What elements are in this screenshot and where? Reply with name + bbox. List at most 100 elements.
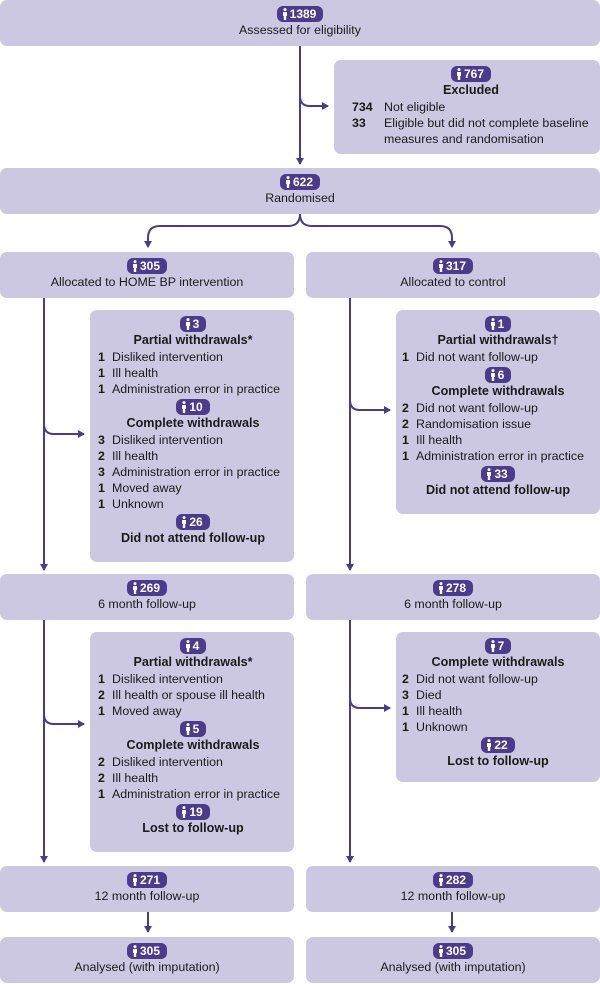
count-badge: 278 bbox=[432, 580, 474, 596]
count-badge: 33 bbox=[481, 466, 515, 482]
person-icon bbox=[486, 739, 492, 751]
box-label: 6 month follow-up bbox=[98, 597, 196, 611]
count-value: 4 bbox=[192, 638, 200, 653]
count-value: 317 bbox=[445, 258, 467, 273]
box-label: Analysed (with imputation) bbox=[380, 960, 526, 974]
person-icon bbox=[282, 8, 288, 20]
count-badge: 5 bbox=[179, 721, 207, 737]
count-badge: 271 bbox=[126, 872, 168, 888]
intervention-12m-followup-box: 271 12 month follow-up bbox=[0, 866, 294, 912]
count-value: 3 bbox=[192, 316, 200, 331]
section-title: Complete withdrawals bbox=[431, 384, 565, 398]
count-badge: 10 bbox=[176, 399, 210, 415]
count-value: 767 bbox=[463, 66, 485, 81]
section-title: Lost to follow-up bbox=[447, 754, 549, 768]
person-icon bbox=[438, 582, 444, 594]
section-title: Complete withdrawals bbox=[126, 416, 260, 430]
control-allocated-box: 317 Allocated to control bbox=[306, 252, 600, 298]
control-6m-followup-box: 278 6 month follow-up bbox=[306, 574, 600, 620]
count-value: 19 bbox=[189, 804, 203, 819]
assessed-box: 1389 Assessed for eligibility bbox=[0, 0, 600, 46]
count-badge: 305 bbox=[126, 258, 168, 274]
person-icon bbox=[438, 874, 444, 886]
box-label: Analysed (with imputation) bbox=[74, 960, 220, 974]
section-title: Partial withdrawals* bbox=[133, 655, 253, 669]
count-badge: 1 bbox=[484, 316, 512, 332]
box-label: Allocated to control bbox=[400, 275, 506, 289]
section-title: Did not attend follow-up bbox=[425, 483, 571, 497]
count-badge: 22 bbox=[481, 737, 515, 753]
count-value: 305 bbox=[139, 943, 161, 958]
section-title: Lost to follow-up bbox=[142, 821, 244, 835]
box-label: Allocated to HOME BP intervention bbox=[50, 275, 244, 289]
count-badge: 6 bbox=[484, 367, 512, 383]
control-12m-followup-box: 282 12 month follow-up bbox=[306, 866, 600, 912]
person-icon bbox=[132, 260, 138, 272]
intervention-6m-followup-box: 269 6 month follow-up bbox=[0, 574, 294, 620]
count-value: 33 bbox=[494, 466, 508, 481]
count-badge: 282 bbox=[432, 872, 474, 888]
count-value: 6 bbox=[497, 367, 505, 382]
count-value: 26 bbox=[189, 514, 203, 529]
count-badge: 7 bbox=[484, 638, 512, 654]
person-icon bbox=[490, 369, 496, 381]
count-value: 305 bbox=[445, 943, 467, 958]
count-value: 1389 bbox=[289, 6, 317, 21]
section-title: Did not attend follow-up bbox=[120, 531, 266, 545]
box-label: Randomised bbox=[265, 191, 335, 205]
count-badge: 4 bbox=[179, 638, 207, 654]
box-title: Excluded bbox=[443, 83, 499, 97]
person-icon bbox=[490, 640, 496, 652]
count-value: 1 bbox=[497, 316, 505, 331]
count-badge: 1389 bbox=[276, 6, 324, 22]
count-badge: 305 bbox=[126, 943, 168, 959]
person-icon bbox=[185, 640, 191, 652]
count-badge: 26 bbox=[176, 514, 210, 530]
box-label: 6 month follow-up bbox=[404, 597, 502, 611]
person-icon bbox=[285, 176, 291, 188]
section-title: Partial withdrawals* bbox=[133, 333, 253, 347]
person-icon bbox=[181, 401, 187, 413]
person-icon bbox=[456, 68, 462, 80]
count-badge: 3 bbox=[179, 316, 207, 332]
count-value: 7 bbox=[497, 638, 505, 653]
box-label: 12 month follow-up bbox=[400, 889, 506, 903]
person-icon bbox=[185, 318, 191, 330]
control-analysed-box: 305 Analysed (with imputation) bbox=[306, 937, 600, 983]
count-badge: 305 bbox=[432, 943, 474, 959]
section-title: Complete withdrawals bbox=[431, 655, 565, 669]
section-title: Partial withdrawals† bbox=[437, 333, 559, 347]
randomised-box: 622 Randomised bbox=[0, 168, 600, 214]
person-icon bbox=[438, 260, 444, 272]
person-icon bbox=[438, 945, 444, 957]
count-value: 278 bbox=[445, 580, 467, 595]
count-value: 10 bbox=[189, 399, 203, 414]
count-badge: 767 bbox=[450, 66, 492, 82]
